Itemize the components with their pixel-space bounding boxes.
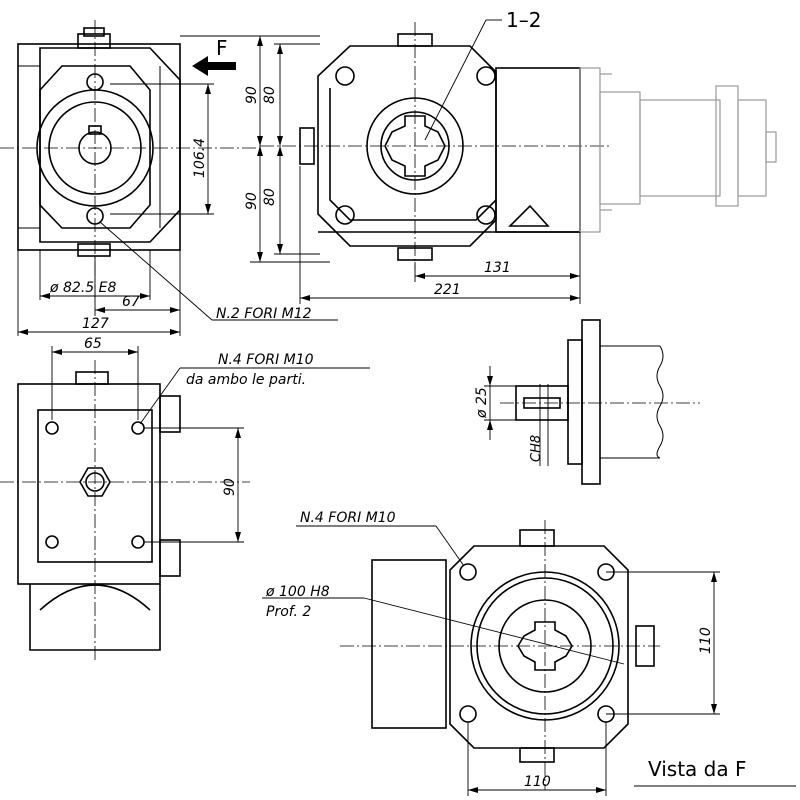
dim-106: 106.4 [110, 83, 214, 215]
dim-left-bottom: ø 82.5 E8 67 127 [17, 250, 181, 336]
svg-text:90: 90 [244, 86, 260, 104]
dim-110-h: 110 [467, 722, 607, 796]
svg-text:106.4: 106.4 [192, 138, 208, 178]
dim-90-80: 90 80 90 80 [180, 35, 330, 263]
svg-text:90: 90 [244, 192, 260, 210]
shaft-detail: ø 25 CH8 [474, 319, 700, 485]
shaft-dia-label: ø 25 [474, 387, 490, 419]
svg-text:110: 110 [698, 627, 714, 654]
bore-label: ø 100 H8 [265, 584, 330, 600]
svg-text:80: 80 [262, 86, 278, 104]
svg-text:127: 127 [82, 316, 109, 332]
svg-text:131: 131 [484, 260, 511, 276]
svg-text:90: 90 [222, 478, 238, 496]
dim-90-side: 90 [144, 427, 244, 543]
front-view-right [299, 33, 581, 261]
depth-label: Prof. 2 [266, 604, 311, 620]
dim-131-221: 131 221 [299, 166, 581, 304]
svg-text:65: 65 [84, 336, 102, 352]
holes-m12-label: N.2 FORI M12 [216, 306, 312, 322]
svg-text:221: 221 [434, 282, 461, 298]
dim-110-v: 110 [606, 571, 720, 715]
svg-text:80: 80 [262, 188, 278, 206]
view-arrow-label: F [216, 36, 228, 60]
side-view-left [17, 371, 181, 651]
svg-text:67: 67 [122, 294, 140, 310]
holes-m10-label: N.4 FORI M10 [300, 510, 396, 526]
motor-phantom [579, 67, 777, 233]
both-sides-label: da ambo le parti. [186, 372, 306, 388]
svg-text:ø 82.5 E8: ø 82.5 E8 [49, 280, 116, 296]
key-label: CH8 [529, 435, 544, 462]
svg-text:110: 110 [524, 774, 551, 790]
front-view-left [17, 27, 181, 257]
part-ref-label: 1–2 [506, 8, 541, 32]
dim-65: 65 [51, 336, 139, 420]
view-arrow-icon [192, 56, 236, 76]
holes-m10-both-label: N.4 FORI M10 [218, 352, 314, 368]
view-title: Vista da F [648, 757, 747, 781]
